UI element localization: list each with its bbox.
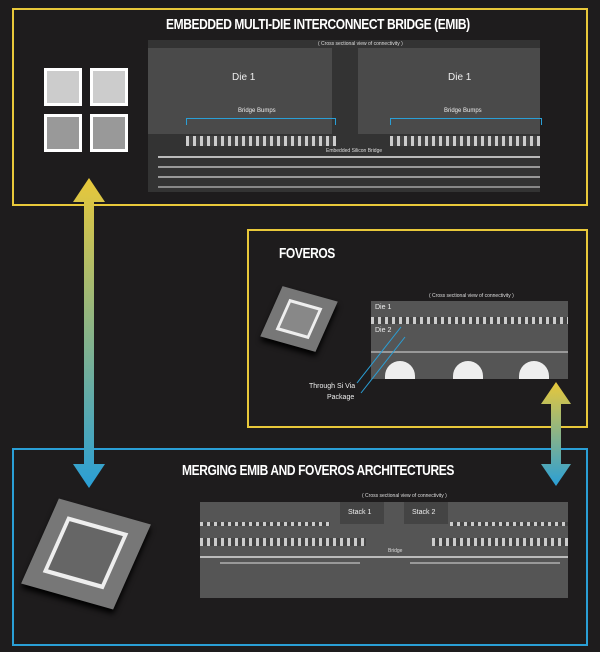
emib-panel: EMBEDDED MULTI-DIE INTERCONNECT BRIDGE (… [12,8,588,206]
bridge-label: Bridge [388,548,403,554]
emib-title: EMBEDDED MULTI-DIE INTERCONNECT BRIDGE (… [166,16,470,33]
die1-label: Die 1 [375,304,392,311]
tsv-label: Through Si Via [309,383,356,390]
die-left [148,48,332,134]
die-right-label: Die 1 [448,72,472,83]
merge-caption: ( Cross sectional view of connectivity ) [362,493,447,499]
merge-cross-section: Stack 1 Stack 2 Bridge [200,502,568,598]
bridge-bumps-left-label: Bridge Bumps [238,108,276,114]
double-arrow-right-icon [541,382,571,486]
bridge-bumps-right-label: Bridge Bumps [444,108,482,114]
foveros-cross-section: Die 1 Die 2 [371,301,568,379]
foveros-title: FOVEROS [279,245,335,262]
bumps-bracket-left [186,118,336,125]
callout-lines [356,326,406,394]
foveros-panel: FOVEROS ( Cross sectional view of connec… [247,229,588,428]
merge-panel: MERGING EMIB AND FOVEROS ARCHITECTURES (… [12,448,588,646]
stack1-label: Stack 1 [348,509,372,516]
bumps-bracket-right [390,118,542,125]
four-die-icon [44,68,132,156]
stack2-label: Stack 2 [412,509,436,516]
bumps-left [186,136,336,146]
bumps-right [390,136,540,146]
die-left-label: Die 1 [232,72,256,83]
merge-title: MERGING EMIB AND FOVEROS ARCHITECTURES [182,462,454,479]
double-arrow-left-icon [73,178,105,488]
emib-caption: ( Cross sectional view of connectivity ) [318,41,403,47]
emib-cross-section: ( Cross sectional view of connectivity )… [148,40,542,192]
die-right [358,48,540,134]
package-label: Package [327,394,355,401]
bridge-label: Embedded Silicon Bridge [326,148,383,154]
die2-label: Die 2 [375,327,392,334]
foveros-caption: ( Cross sectional view of connectivity ) [429,293,514,299]
merged-package-icon [21,498,151,610]
